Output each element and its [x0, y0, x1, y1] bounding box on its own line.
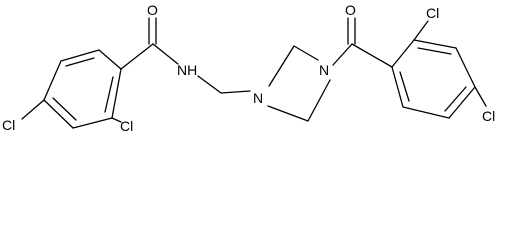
bond	[43, 60, 62, 101]
bond	[220, 90, 251, 94]
bond	[21, 99, 45, 120]
oxygen-label: O	[147, 2, 158, 18]
bond	[413, 20, 429, 41]
amide-nh-label: NH	[177, 62, 197, 78]
bond	[391, 39, 415, 68]
chlorine-label: Cl	[426, 5, 439, 21]
bond	[307, 79, 331, 122]
molecule-diagram: Cl Cl O NH N N O Cl Cl	[2, 2, 495, 134]
bond	[455, 47, 476, 88]
bond	[399, 71, 410, 102]
bond	[111, 117, 122, 123]
bond	[351, 43, 393, 68]
bond	[104, 76, 114, 113]
chlorine-label: Cl	[482, 108, 495, 124]
bond-lines	[21, 17, 487, 129]
bond	[65, 57, 95, 67]
bond	[391, 66, 404, 108]
atom-labels: Cl Cl O NH N N O Cl Cl	[2, 2, 495, 134]
bond	[267, 105, 309, 122]
nitrogen-label: N	[253, 90, 263, 106]
bond	[152, 43, 179, 65]
bond	[448, 86, 476, 119]
oxygen-label: O	[345, 2, 356, 18]
bond	[98, 49, 122, 70]
bond	[402, 106, 450, 119]
bond	[417, 47, 452, 55]
bond	[293, 45, 319, 61]
bond	[111, 68, 122, 119]
bond	[60, 49, 100, 62]
bond	[474, 86, 487, 107]
bond	[444, 86, 467, 112]
bond	[120, 43, 154, 70]
bond	[72, 117, 113, 129]
bond	[413, 39, 457, 49]
bond	[268, 45, 295, 87]
chlorine-label: Cl	[120, 118, 133, 134]
bond	[52, 97, 77, 121]
bond	[332, 43, 353, 66]
chlorine-label: Cl	[2, 117, 15, 133]
bond	[43, 99, 74, 129]
bond	[197, 75, 222, 94]
nitrogen-label: N	[319, 62, 329, 78]
